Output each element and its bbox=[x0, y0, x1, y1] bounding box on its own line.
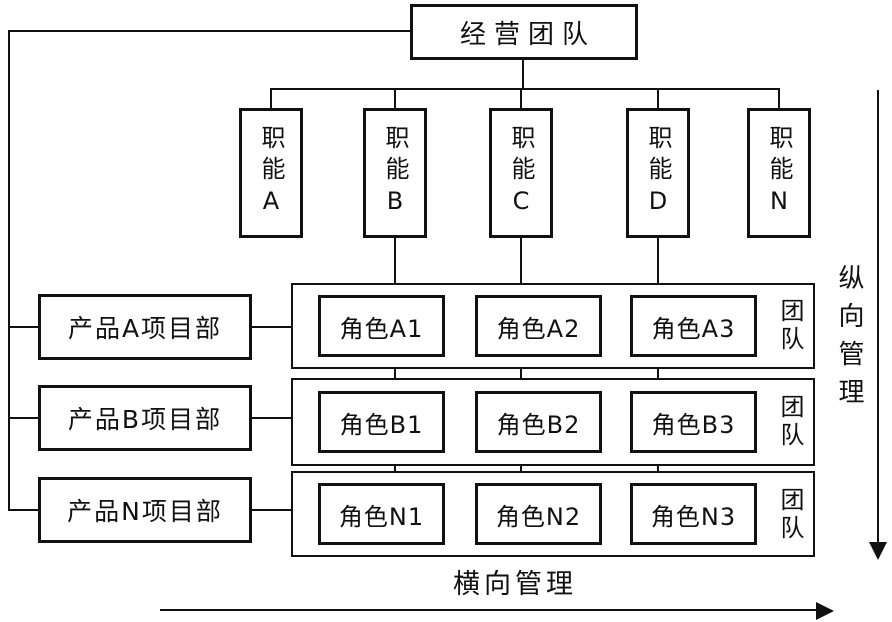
connector-line bbox=[657, 238, 659, 283]
role-n1-box: 角色N1 bbox=[318, 483, 445, 545]
connector-line bbox=[270, 88, 272, 108]
function-b-label: 职能B bbox=[381, 124, 409, 222]
connector-line bbox=[252, 417, 291, 419]
function-b-box: 职能B bbox=[363, 108, 427, 238]
role-n3-box: 角色N3 bbox=[630, 483, 757, 545]
connector-line bbox=[520, 238, 522, 283]
connector-line bbox=[394, 88, 396, 108]
role-a2-box: 角色A2 bbox=[475, 295, 602, 357]
function-c-box: 职能C bbox=[489, 108, 553, 238]
function-n-label: 职能N bbox=[765, 124, 793, 222]
connector-line bbox=[8, 417, 40, 419]
connector-line bbox=[252, 509, 291, 511]
role-b1-box: 角色B1 bbox=[318, 391, 445, 453]
function-d-label: 职能D bbox=[644, 124, 672, 222]
connector-line bbox=[8, 509, 40, 511]
function-c-label: 职能C bbox=[507, 124, 535, 222]
vertical-axis-label: 纵向管理 bbox=[834, 264, 864, 416]
connector-line bbox=[8, 30, 412, 32]
connector-line bbox=[8, 326, 40, 328]
team-label-row-a: 团队 bbox=[776, 298, 804, 354]
connector-line bbox=[394, 238, 396, 283]
function-n-box: 职能N bbox=[747, 108, 811, 238]
connector-line bbox=[778, 88, 780, 108]
role-n2-label: 角色N2 bbox=[495, 502, 582, 531]
connector-line bbox=[657, 369, 659, 378]
role-b2-box: 角色B2 bbox=[475, 391, 602, 453]
connector-line bbox=[520, 88, 522, 108]
product-b-project-box: 产品B项目部 bbox=[38, 385, 252, 451]
product-n-project-box: 产品N项目部 bbox=[38, 477, 252, 543]
horizontal-arrow-line bbox=[160, 609, 818, 611]
role-b1-label: 角色B1 bbox=[339, 410, 424, 439]
product-a-project-box: 产品A项目部 bbox=[38, 294, 252, 360]
connector-line bbox=[394, 369, 396, 378]
connector-line bbox=[270, 88, 780, 90]
connector-line bbox=[394, 466, 396, 471]
product-n-label: 产品N项目部 bbox=[67, 497, 223, 526]
connector-line bbox=[657, 88, 659, 108]
team-label-row-n: 团队 bbox=[776, 487, 804, 543]
connector-line bbox=[522, 58, 524, 88]
connector-line bbox=[8, 30, 10, 511]
connector-line bbox=[657, 466, 659, 471]
role-a1-label: 角色A1 bbox=[339, 314, 424, 343]
connector-line bbox=[520, 466, 522, 471]
horizontal-axis-label: 横向管理 bbox=[453, 569, 577, 600]
role-n3-label: 角色N3 bbox=[650, 502, 737, 531]
function-a-label: 职能A bbox=[257, 124, 285, 222]
vertical-arrow-line bbox=[877, 90, 879, 544]
role-b2-label: 角色B2 bbox=[496, 410, 581, 439]
right-arrowhead-icon bbox=[816, 602, 834, 620]
role-b3-label: 角色B3 bbox=[651, 410, 736, 439]
product-b-label: 产品B项目部 bbox=[67, 405, 223, 434]
down-arrowhead-icon bbox=[869, 542, 887, 560]
role-a1-box: 角色A1 bbox=[318, 295, 445, 357]
management-team-box: 经营团队 bbox=[410, 4, 638, 60]
role-b3-box: 角色B3 bbox=[630, 391, 757, 453]
role-n2-box: 角色N2 bbox=[475, 483, 602, 545]
role-a2-label: 角色A2 bbox=[496, 314, 581, 343]
team-label-row-b: 团队 bbox=[776, 394, 804, 450]
management-team-label: 经营团队 bbox=[459, 19, 596, 50]
role-a3-label: 角色A3 bbox=[651, 314, 736, 343]
role-n1-label: 角色N1 bbox=[338, 502, 425, 531]
role-a3-box: 角色A3 bbox=[630, 295, 757, 357]
connector-line bbox=[520, 369, 522, 378]
function-a-box: 职能A bbox=[239, 108, 303, 238]
connector-line bbox=[252, 326, 291, 328]
product-a-label: 产品A项目部 bbox=[67, 314, 223, 343]
function-d-box: 职能D bbox=[626, 108, 690, 238]
